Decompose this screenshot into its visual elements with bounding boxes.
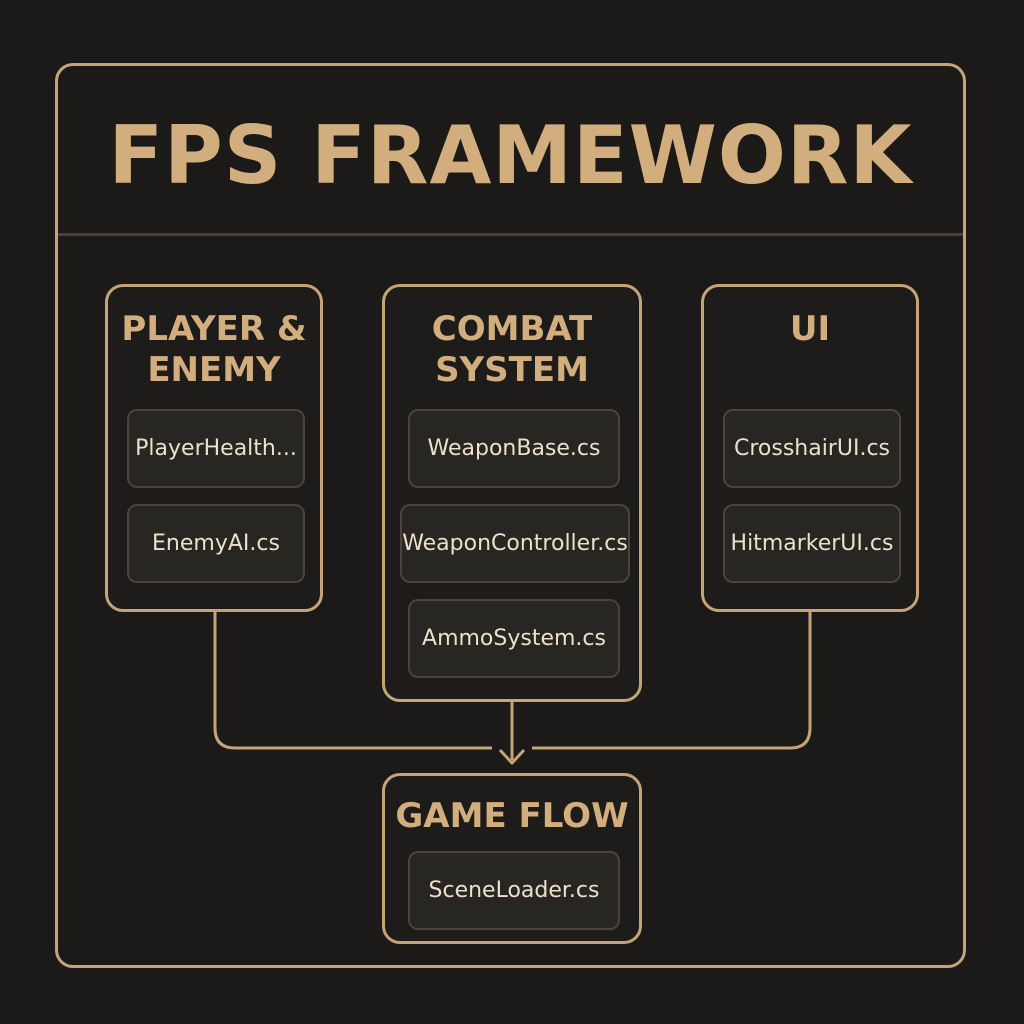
group-title-combat-system: COMBAT SYSTEM bbox=[431, 309, 593, 390]
file-ammo-system[interactable]: AmmoSystem.cs bbox=[408, 599, 620, 678]
group-ui[interactable]: UI CrosshairUI.cs HitmarkerUI.cs bbox=[701, 284, 919, 612]
group-title-game-flow: GAME FLOW bbox=[395, 796, 629, 836]
title-divider bbox=[58, 233, 963, 236]
file-enemy-ai[interactable]: EnemyAI.cs bbox=[127, 504, 305, 583]
framework-frame bbox=[55, 63, 966, 968]
group-game-flow[interactable]: GAME FLOW SceneLoader.cs bbox=[382, 773, 642, 944]
diagram-title: FPS FRAMEWORK bbox=[108, 108, 913, 202]
file-player-health[interactable]: PlayerHealth... bbox=[127, 409, 305, 488]
file-hitmarker-ui[interactable]: HitmarkerUI.cs bbox=[723, 504, 901, 583]
group-combat-system[interactable]: COMBAT SYSTEM WeaponBase.cs WeaponContro… bbox=[382, 284, 642, 702]
file-scene-loader[interactable]: SceneLoader.cs bbox=[408, 851, 620, 930]
file-weapon-controller[interactable]: WeaponController.cs bbox=[400, 504, 630, 583]
group-title-ui: UI bbox=[789, 309, 831, 349]
group-title-player-enemy: PLAYER & ENEMY bbox=[121, 309, 307, 390]
file-crosshair-ui[interactable]: CrosshairUI.cs bbox=[723, 409, 901, 488]
group-player-enemy[interactable]: PLAYER & ENEMY PlayerHealth... EnemyAI.c… bbox=[105, 284, 323, 612]
file-weapon-base[interactable]: WeaponBase.cs bbox=[408, 409, 620, 488]
